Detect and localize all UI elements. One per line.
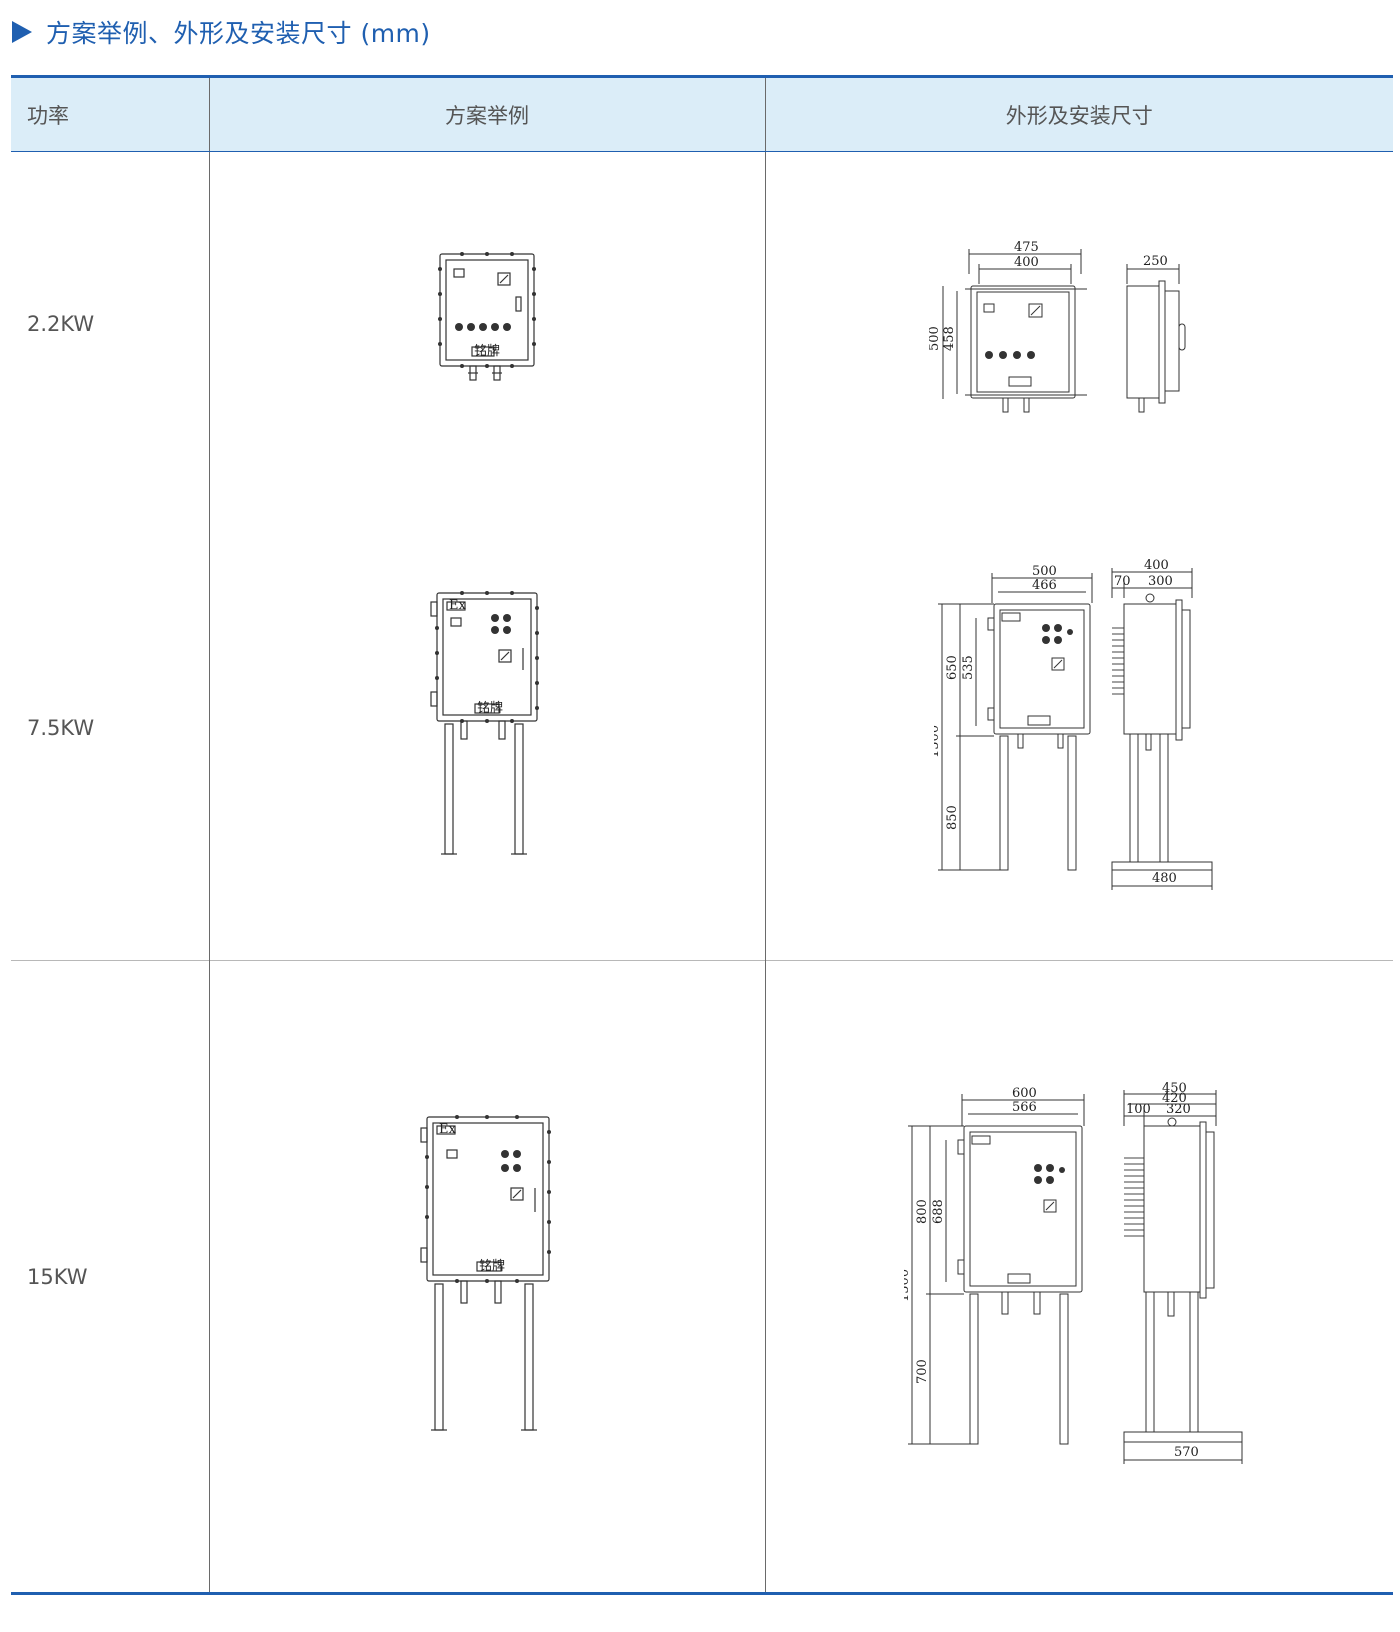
section-title: 方案举例、外形及安装尺寸 (mm) <box>46 19 431 48</box>
dim-height-inner: 535 <box>961 655 976 680</box>
dim-depth-flange: 70 <box>1114 574 1131 589</box>
triangle-bullet-icon <box>12 21 32 43</box>
dim-total-height: 1500 <box>904 1268 912 1301</box>
dim-depth: 250 <box>1143 254 1168 269</box>
header-dimensions: 外形及安装尺寸 <box>764 76 1393 152</box>
enclosure-front-drawing: Ex 铭牌 <box>420 1114 551 1431</box>
table-header-row: 功率 方案举例 外形及安装尺寸 <box>11 76 1393 152</box>
ex-mark: Ex <box>449 598 466 613</box>
dim-base-width: 570 <box>1174 1445 1199 1460</box>
ex-mark: Ex <box>439 1122 456 1137</box>
dim-width-outer: 475 <box>1014 240 1039 255</box>
dim-total-height: 1500 <box>934 725 942 758</box>
dim-height-inner: 458 <box>942 326 957 351</box>
nameplate-label: 铭牌 <box>474 343 500 359</box>
dim-height-outer: 800 <box>915 1199 930 1224</box>
example-cell: Ex 铭牌 <box>208 960 765 1594</box>
spec-table: 功率 方案举例 外形及安装尺寸 2.2KW <box>11 75 1393 1595</box>
dimensions-cell: 600 566 1500 800 688 700 <box>764 960 1393 1594</box>
dim-depth-total: 400 <box>1144 558 1169 573</box>
dim-height-outer: 500 <box>929 326 942 351</box>
dim-width-inner: 400 <box>1014 255 1039 270</box>
dim-depth-body: 320 <box>1166 1102 1191 1117</box>
dimensions-cell: 475 400 500 458 250 <box>764 151 1393 496</box>
nameplate-label: 铭牌 <box>477 700 503 716</box>
dim-width-inner: 566 <box>1012 1100 1037 1115</box>
enclosure-front-drawing: Ex 铭牌 <box>430 590 539 855</box>
header-power: 功率 <box>11 76 209 152</box>
power-cell: 7.5KW <box>27 715 95 740</box>
dimension-drawing-2-2kw: 475 400 500 458 250 <box>929 240 1186 413</box>
enclosure-front-drawing: 铭牌 <box>438 251 536 381</box>
nameplate-label: 铭牌 <box>479 1258 505 1274</box>
dim-width-outer: 600 <box>1012 1086 1037 1101</box>
dim-depth-mid: 420 <box>1162 1091 1187 1106</box>
power-cell: 15KW <box>11 960 209 1594</box>
power-cell: 2.2KW <box>11 151 209 496</box>
dimensions-cell: 500 466 1500 650 535 850 <box>764 495 1393 961</box>
dim-width-inner: 466 <box>1032 578 1057 593</box>
dim-depth-flange: 100 <box>1126 1102 1151 1117</box>
example-cell: 铭牌 <box>208 151 765 496</box>
dim-leg-height: 850 <box>945 805 960 830</box>
dim-leg-height: 700 <box>915 1359 930 1384</box>
table-row: 7.5KW Ex <box>11 495 1393 961</box>
dim-depth-body: 300 <box>1148 574 1173 589</box>
table-row: 15KW Ex <box>11 960 1393 1594</box>
example-cell: Ex 铭牌 <box>208 495 765 961</box>
table-row: 2.2KW 铭牌 <box>11 151 1393 496</box>
dimension-drawing-15kw: 600 566 1500 800 688 700 <box>904 1082 1243 1464</box>
dim-height-outer: 650 <box>945 655 960 680</box>
header-example: 方案举例 <box>208 76 765 152</box>
dim-width-outer: 500 <box>1032 564 1057 579</box>
section-title-bar: 方案举例、外形及安装尺寸 (mm) <box>12 14 431 50</box>
dimension-drawing-7-5kw: 500 466 1500 650 535 850 <box>934 558 1213 890</box>
dim-base-width: 480 <box>1152 871 1177 886</box>
dim-depth-total: 450 <box>1162 1082 1187 1096</box>
dim-height-inner: 688 <box>931 1199 946 1224</box>
